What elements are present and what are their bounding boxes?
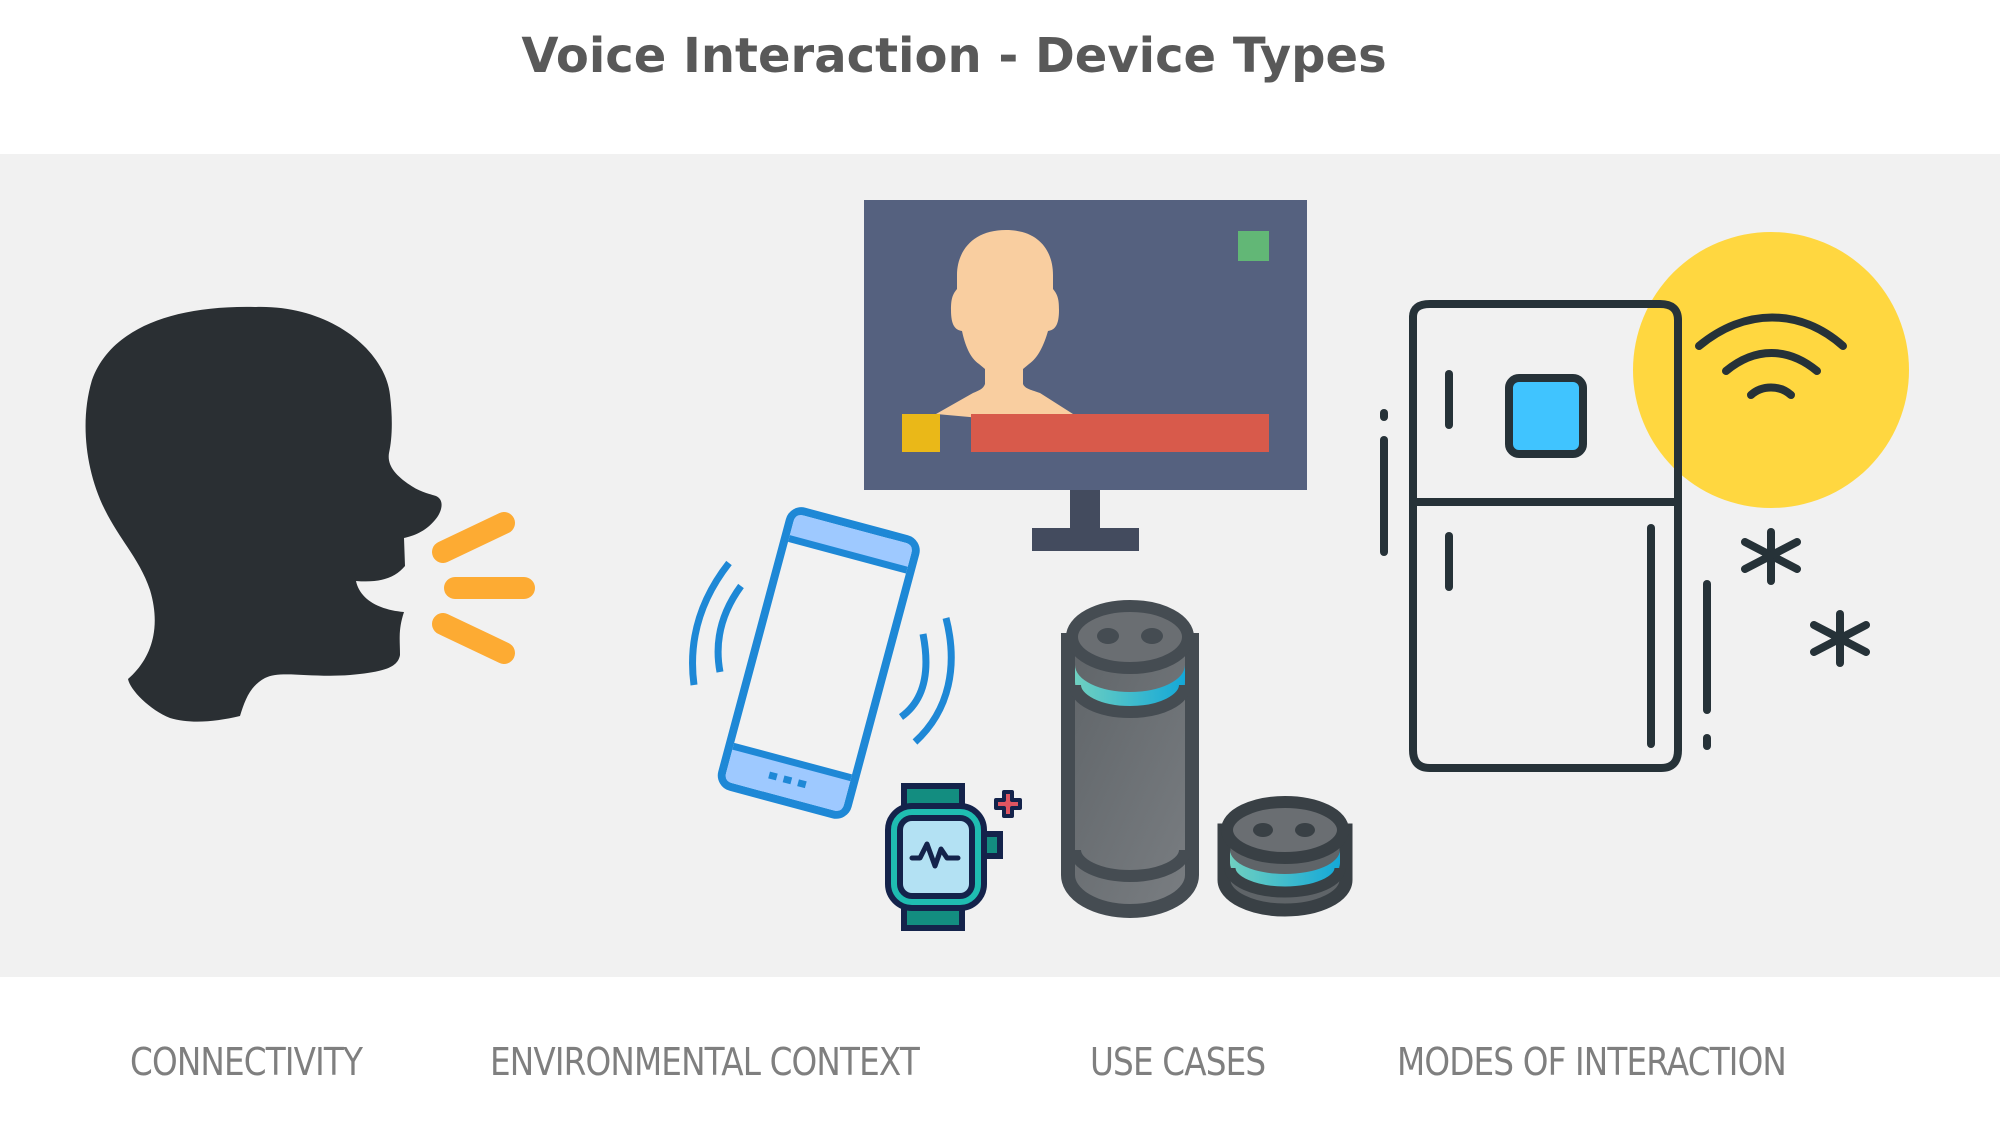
speaking-head-icon	[85, 306, 442, 722]
smart-tv-icon	[864, 200, 1307, 551]
smart-speaker-tall-icon	[1061, 600, 1199, 918]
smartwatch-icon	[885, 783, 1022, 931]
label-use-cases: USE CASES	[1090, 1040, 1266, 1084]
vibration-waves-icon	[688, 560, 955, 745]
label-environmental-context: ENVIRONMENTAL CONTEXT	[490, 1040, 920, 1084]
smart-speaker-dot-icon	[1217, 796, 1353, 917]
page-title: Voice Interaction - Device Types	[521, 28, 1387, 84]
label-connectivity: CONNECTIVITY	[130, 1040, 363, 1084]
fridge-display-icon	[1505, 374, 1587, 458]
smart-fridge-icon	[1380, 300, 1870, 772]
speech-lines-icon	[432, 512, 535, 664]
wifi-badge-icon	[1633, 232, 1909, 508]
smartphone-icon	[717, 507, 920, 819]
label-modes-of-interaction: MODES OF INTERACTION	[1397, 1040, 1787, 1084]
